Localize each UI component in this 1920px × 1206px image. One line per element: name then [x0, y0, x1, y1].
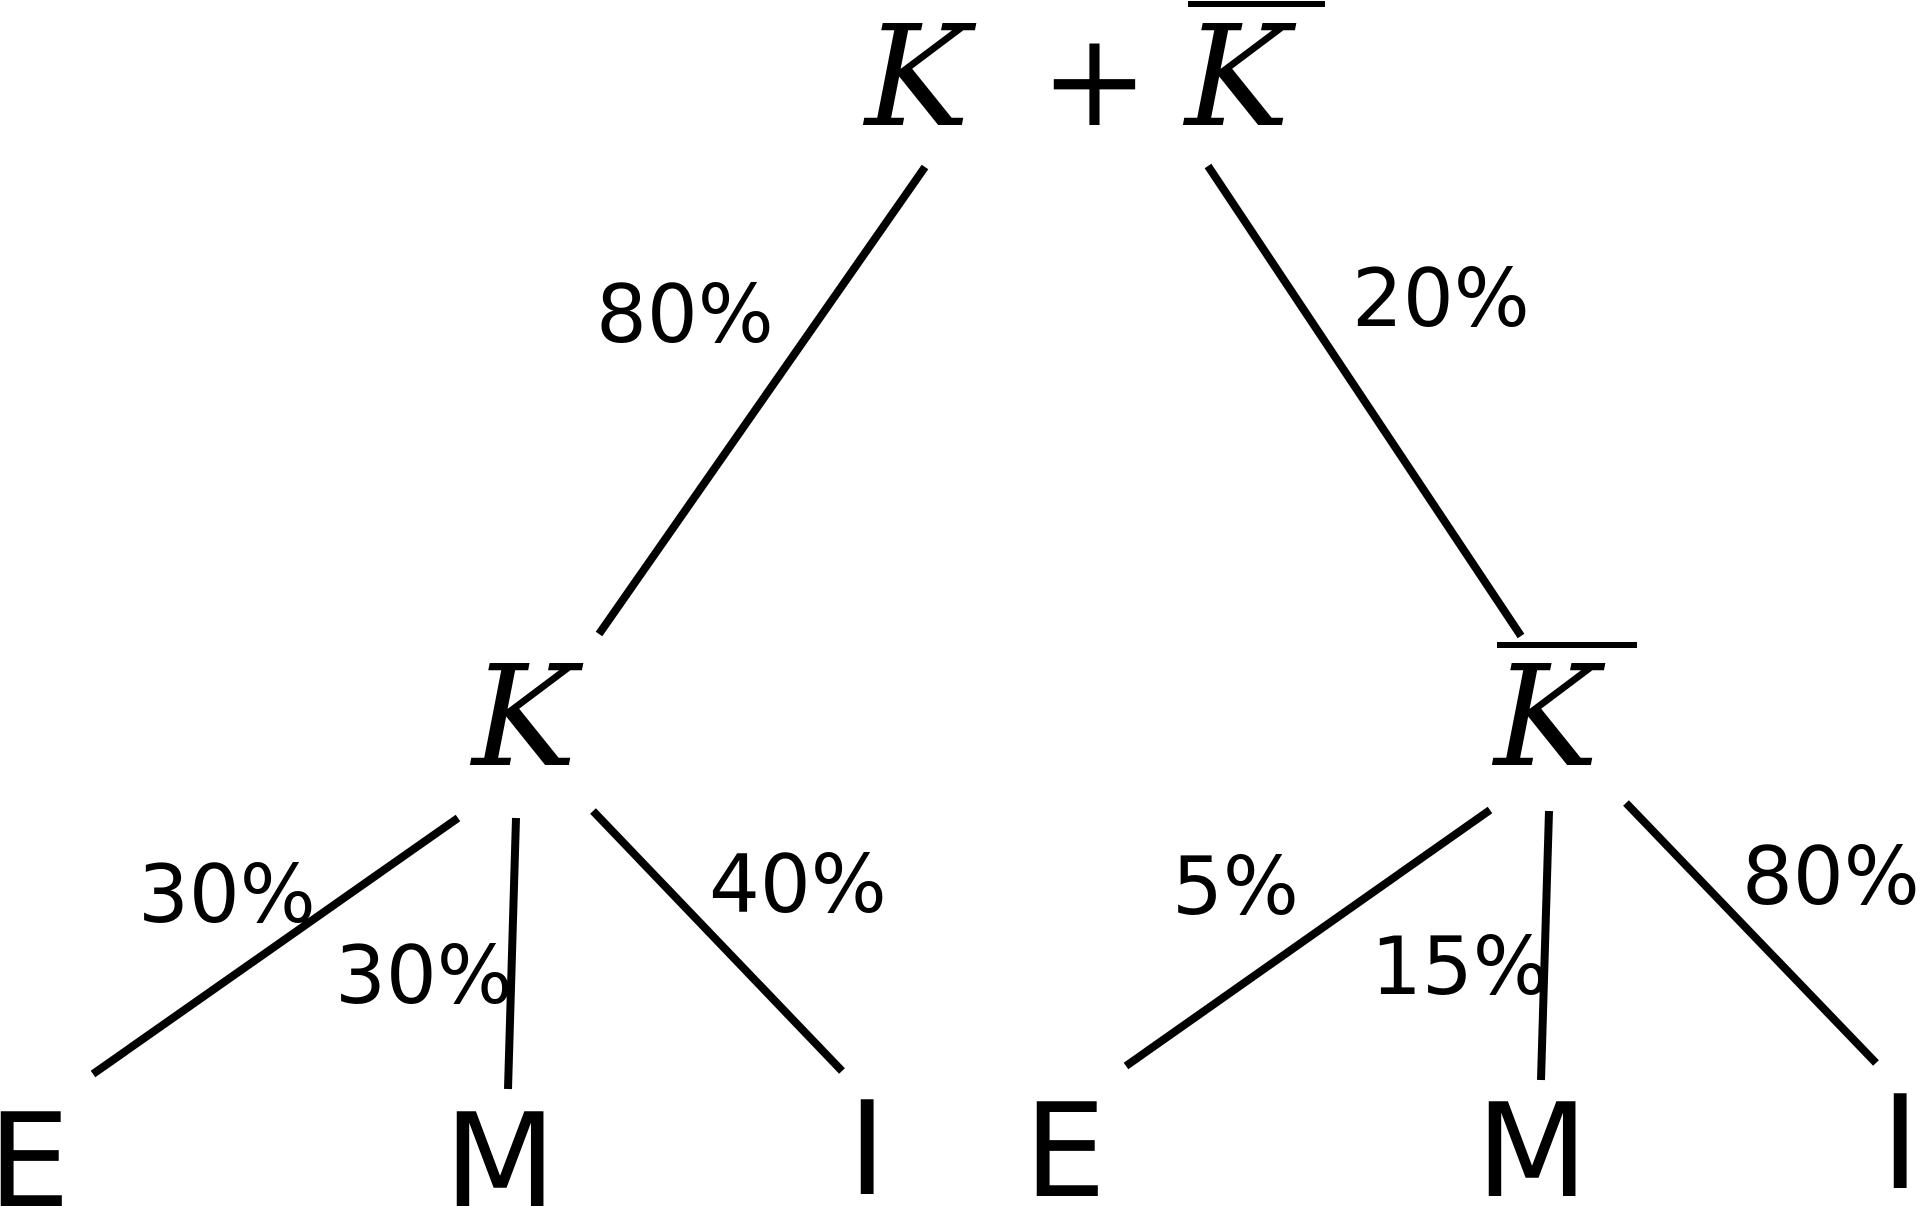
edge-label-k-bar-i: 80%: [1742, 830, 1920, 923]
node-k: K: [469, 636, 584, 799]
edge-k-bar-to-m: [1537, 810, 1553, 1081]
root-node: K + K: [862, 0, 1325, 159]
root-k-bar: K: [1182, 0, 1297, 159]
root-plus: +: [1040, 4, 1149, 156]
node-k-bar-letter: K: [1491, 636, 1606, 799]
edge-label-k: 80%: [596, 268, 774, 361]
node-k-bar: K: [1491, 636, 1637, 799]
edge-k-to-e: [90, 814, 461, 1078]
edge-k-to-i: [590, 808, 845, 1074]
edge-label-k-bar: 20%: [1352, 252, 1530, 345]
edge-label-k-m: 30%: [335, 929, 513, 1022]
edge-k-bar-to-i: [1623, 800, 1879, 1066]
leaf-k-i: I: [848, 1073, 886, 1206]
leaf-k-e: E: [0, 1085, 70, 1206]
edge-k-to-m: [504, 817, 520, 1090]
root-k: K: [862, 0, 977, 159]
leaf-k-bar-i: I: [1881, 1067, 1919, 1206]
edge-root-to-k: [595, 164, 929, 637]
edge-label-k-e: 30%: [138, 848, 316, 941]
leaf-k-bar-e: E: [1024, 1075, 1106, 1206]
edge-label-k-bar-m: 15%: [1371, 920, 1549, 1013]
leaf-k-bar-m: M: [1476, 1075, 1588, 1206]
edge-label-k-bar-e: 5%: [1172, 840, 1299, 933]
leaf-k-m: M: [444, 1085, 556, 1206]
edge-label-k-i: 40%: [709, 838, 887, 931]
edge-root-to-k-bar: [1204, 163, 1525, 639]
edge-k-bar-to-e: [1123, 806, 1493, 1070]
